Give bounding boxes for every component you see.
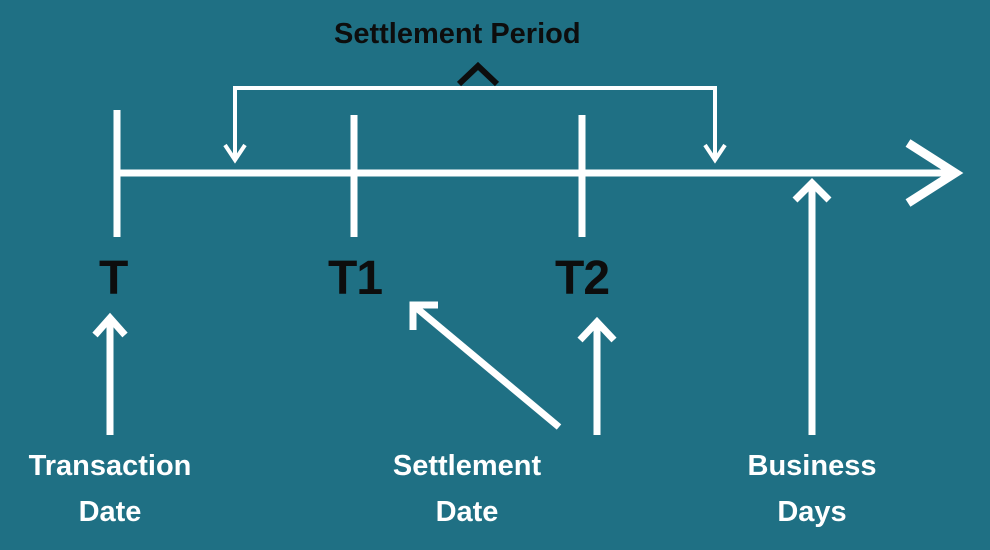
settlement-date-arrow-t2: [577, 316, 617, 435]
diagram-title: Settlement Period: [334, 18, 581, 50]
caption-line: Business: [747, 450, 877, 482]
caption-line: Days: [777, 496, 847, 528]
caption-line: Date: [78, 496, 142, 528]
timeline-arrowhead: [905, 139, 964, 207]
caption-transaction-date: Transaction Date: [15, 443, 205, 535]
tick-label-t: T: [99, 252, 128, 305]
business-days-arrow: [792, 178, 832, 435]
settlement-period-bracket: [223, 86, 727, 164]
caption-line: Date: [435, 496, 499, 528]
transaction-date-arrow: [92, 312, 128, 435]
tick-label-t1: T1: [328, 252, 383, 305]
settlement-date-arrow-t1: [409, 301, 562, 430]
caption-settlement-date: Settlement Date: [372, 443, 562, 535]
tick-label-t2: T2: [555, 252, 610, 305]
bracket-caret-icon: [456, 61, 500, 87]
caption-business-days: Business Days: [717, 443, 907, 535]
caption-line: Transaction: [28, 450, 192, 482]
caption-line: Settlement: [392, 450, 542, 482]
